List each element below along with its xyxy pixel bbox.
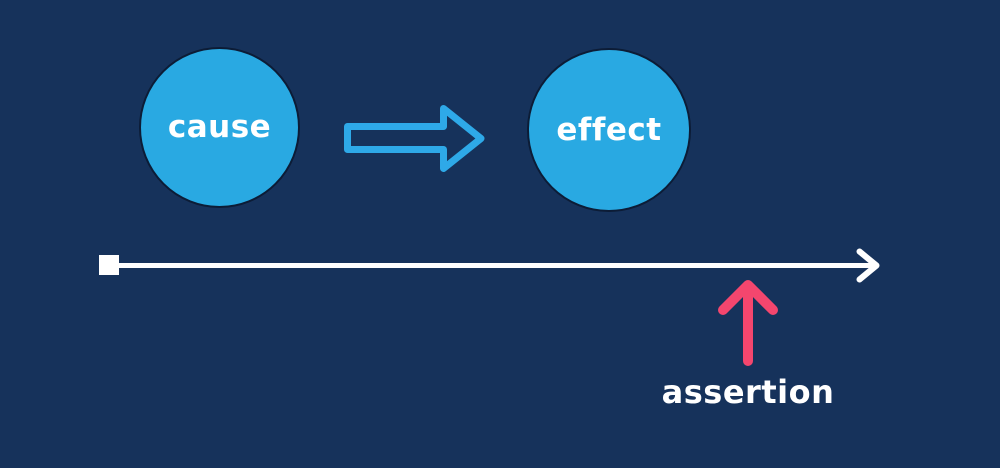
cause-node-label: cause xyxy=(167,109,272,145)
effect-node: effect xyxy=(527,48,691,212)
effect-node-label: effect xyxy=(556,111,662,148)
cause-node: cause xyxy=(139,47,300,208)
timeline-arrowhead-icon xyxy=(856,248,880,283)
cause-effect-right-arrow-icon xyxy=(344,105,485,172)
timeline-start-marker xyxy=(99,255,119,275)
assertion-label: assertion xyxy=(661,373,835,411)
assertion-up-arrow-icon xyxy=(718,280,778,366)
